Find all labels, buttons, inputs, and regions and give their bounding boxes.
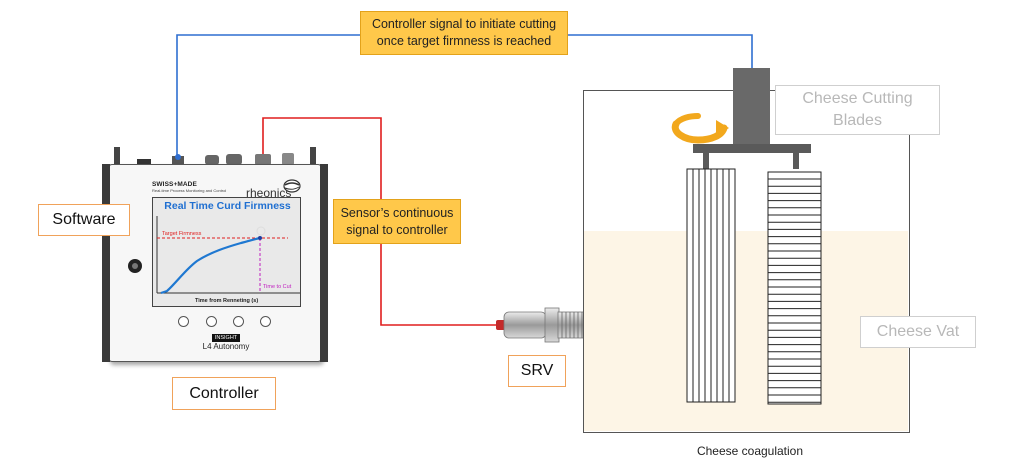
sensor-signal-wire — [262, 117, 498, 326]
swiss-made-mark: SWISS+MADE Real-time Process Monitoring … — [152, 181, 242, 193]
controller-signal-callout-line2: once target firmness is reached — [376, 34, 552, 48]
cutting-blades-label-line1: Cheese Cutting — [802, 90, 913, 107]
insight-badge: INSIGHT — [212, 334, 240, 342]
controller-signal-callout-line1: Controller signal to initiate cutting — [371, 17, 557, 31]
cutting-blades-label-line2: Blades — [833, 112, 882, 129]
srv-label: SRV — [508, 355, 566, 387]
rotation-arrow-icon — [671, 113, 729, 144]
software-label: Software — [38, 204, 130, 236]
sensor-signal-callout: Sensor’s continuous signal to controller — [333, 199, 461, 244]
controller-side-bracket — [320, 164, 328, 362]
controller-label: Controller — [172, 377, 276, 410]
cheese-vat-label: Cheese Vat — [860, 316, 976, 348]
controller-device: SWISS+MADE Real-time Process Monitoring … — [100, 145, 330, 375]
time-to-cut-label: Time to Cut — [263, 284, 292, 290]
rheonics-logo-icon — [283, 179, 301, 193]
controller-screen: Real Time Curd Firmness Target Firmness … — [152, 197, 301, 307]
controller-signal-callout: Controller signal to initiate cutting on… — [360, 11, 568, 55]
cut-point-ring — [256, 226, 266, 236]
cut-point-marker — [258, 236, 262, 240]
rheonics-brand: rheonics — [246, 186, 292, 200]
sensor-signal-callout-line2: signal to controller — [346, 222, 448, 237]
swiss-made-text: SWISS+MADE — [152, 181, 197, 188]
controller-knob-icon — [128, 259, 142, 273]
controller-button-3[interactable] — [233, 316, 244, 327]
firmness-curve — [160, 236, 261, 295]
target-firmness-label: Target Firmness — [162, 231, 202, 237]
swiss-made-subtext: Real-time Process Monitoring and Control — [152, 188, 227, 193]
x-axis-label: Time from Renneting (s) — [195, 298, 258, 304]
controller-side-bracket — [102, 164, 110, 362]
controller-button-4[interactable] — [260, 316, 271, 327]
sensor-signal-callout-line1: Sensor’s continuous — [340, 205, 454, 220]
curd-firmness-chart: Target Firmness Time to Cut Time from Re… — [156, 216, 300, 304]
vat-caption: Cheese coagulation — [696, 444, 804, 458]
vat-curd-fill — [584, 231, 908, 431]
cutting-blades-label: Cheese Cutting Blades — [775, 85, 940, 135]
screen-title: Real Time Curd Firmness — [164, 200, 291, 212]
controller-top-connectors — [114, 147, 316, 169]
cheese-cutting-blades — [686, 68, 822, 405]
model-name: L4 Autonomy — [202, 342, 250, 351]
controller-button-2[interactable] — [206, 316, 217, 327]
controller-button-1[interactable] — [178, 316, 189, 327]
